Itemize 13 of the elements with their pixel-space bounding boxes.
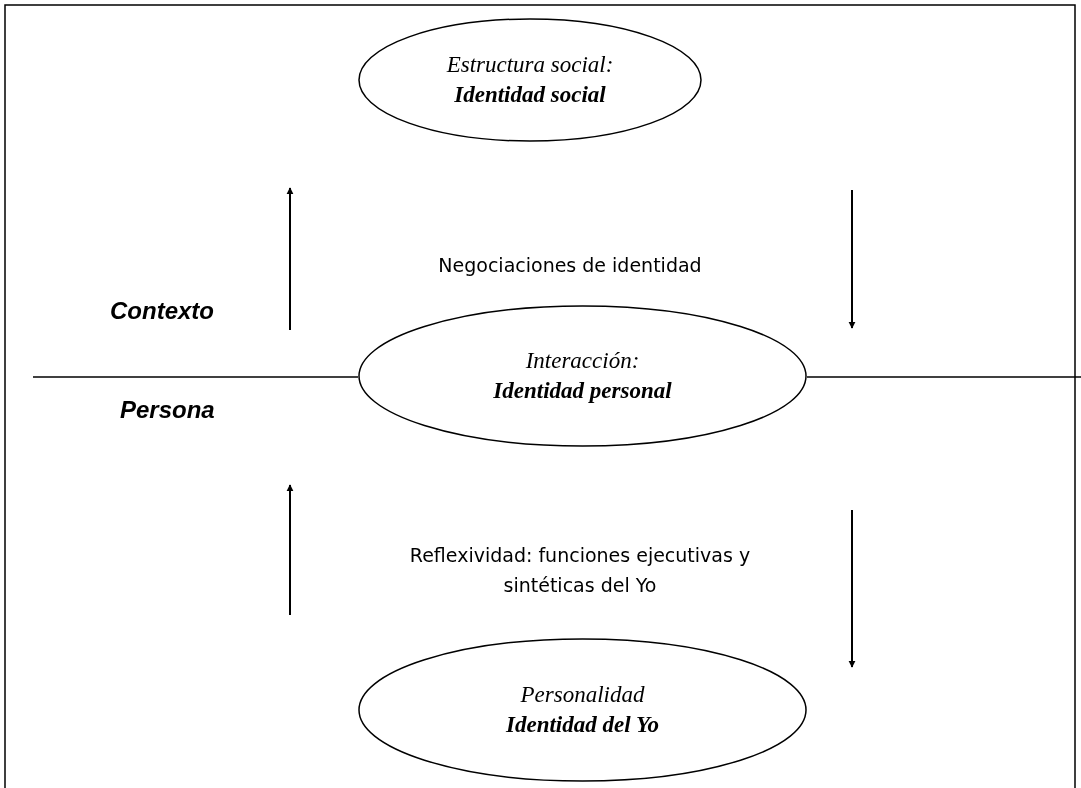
annotation-text: Reflexividad: funciones ejecutivas y sintéticas del Yo: [408, 543, 752, 598]
section-label: Contexto: [110, 296, 215, 326]
ellipse-node: [358, 638, 807, 782]
node-title: Identidad del Yo: [506, 711, 659, 739]
node-heading: Estructura social:: [446, 51, 614, 79]
ellipse-node: [358, 18, 702, 142]
node-heading: Personalidad: [520, 681, 645, 709]
node-title: Identidad social: [454, 81, 606, 109]
node-title: Identidad personal: [493, 377, 672, 405]
ellipse-node: [358, 305, 807, 447]
section-label: Persona: [120, 395, 216, 425]
annotation-text: Negociaciones de identidad: [437, 253, 703, 278]
node-heading: Interacción:: [525, 347, 640, 375]
